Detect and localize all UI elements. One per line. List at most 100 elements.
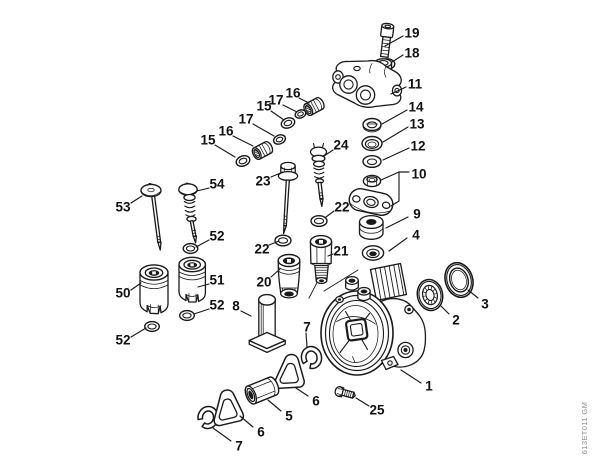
callout-11: 11 xyxy=(408,77,423,92)
leader-line-52 xyxy=(130,327,147,338)
part-13-ring-drawing xyxy=(361,135,383,152)
part-17-oring-drawing xyxy=(272,134,287,145)
callout-17: 17 xyxy=(268,93,283,108)
callout-6: 6 xyxy=(312,394,320,409)
part-3-seal-drawing xyxy=(444,261,474,299)
callout-23: 23 xyxy=(255,174,271,189)
part-2-bearing-drawing xyxy=(416,278,444,312)
callout-7: 7 xyxy=(303,320,311,335)
part-4-ring-drawing xyxy=(361,245,385,261)
part-7-snapring-drawing xyxy=(298,343,325,372)
leader-line-16 xyxy=(298,97,310,104)
part-19-bolt-drawing xyxy=(379,22,395,59)
callout-1: 1 xyxy=(425,379,433,394)
callout-22: 22 xyxy=(334,200,349,215)
callout-14: 14 xyxy=(408,100,424,115)
callout-22: 22 xyxy=(254,242,269,257)
parts-artwork xyxy=(139,22,474,431)
part-50-sleeve-drawing xyxy=(139,264,169,315)
leader-line-21 xyxy=(327,253,334,257)
callout-8: 8 xyxy=(232,299,240,314)
axis-line xyxy=(323,269,359,292)
callout-7: 7 xyxy=(235,439,243,454)
part-8-plunger-drawing xyxy=(248,293,286,354)
part-15-oring-drawing xyxy=(235,155,251,167)
leader-line-3 xyxy=(467,289,479,299)
part-9-grommet-drawing xyxy=(358,214,384,240)
leader-line-9 xyxy=(385,216,409,229)
part-15-oring-drawing xyxy=(280,117,296,129)
part-23-valve-drawing xyxy=(277,161,299,235)
leader-line-20 xyxy=(270,268,281,278)
part-6-flange-drawing xyxy=(210,387,245,427)
callout-17: 17 xyxy=(238,112,253,127)
part-25-screw-drawing xyxy=(334,386,356,399)
part-12-washer-drawing xyxy=(362,154,382,168)
part-10-flange-drawing xyxy=(348,188,394,216)
callout-54: 54 xyxy=(209,177,225,192)
callout-16: 16 xyxy=(285,86,301,101)
callout-52: 52 xyxy=(209,298,224,313)
part-22-oring-drawing xyxy=(310,214,328,228)
leader-line-16 xyxy=(232,135,254,147)
leader-line-50 xyxy=(130,282,142,291)
leader-line-23 xyxy=(270,171,284,178)
callout-16: 16 xyxy=(218,124,234,139)
callout-18: 18 xyxy=(404,46,420,61)
leader-line-17 xyxy=(282,104,298,113)
part-24-valve-drawing xyxy=(309,142,328,208)
leader-line-51 xyxy=(197,283,210,288)
part-5-bushing-drawing xyxy=(244,376,280,405)
part-16-valve-drawing xyxy=(249,139,276,162)
callout-53: 53 xyxy=(115,200,131,215)
leader-line-25 xyxy=(355,397,370,407)
callout-19: 19 xyxy=(404,26,419,41)
leader-line-13 xyxy=(382,126,409,143)
leader-line-6 xyxy=(239,415,254,428)
callout-15: 15 xyxy=(200,133,216,148)
part-20-sleeve-drawing xyxy=(277,253,301,299)
part-10-nut-drawing xyxy=(362,174,382,188)
callout-3: 3 xyxy=(481,297,489,312)
callout-20: 20 xyxy=(256,275,271,290)
callout-51: 51 xyxy=(209,273,225,288)
leader-line-7 xyxy=(212,427,232,442)
leader-line-12 xyxy=(382,147,410,161)
leader-line-22 xyxy=(268,240,280,246)
leader-line-5 xyxy=(267,399,282,412)
callout-9: 9 xyxy=(413,207,421,222)
watermark-code: 613ET011 GM xyxy=(580,402,589,455)
callout-13: 13 xyxy=(409,117,425,132)
leader-line-52 xyxy=(195,239,210,248)
callout-52: 52 xyxy=(209,229,224,244)
leader-line-17 xyxy=(252,123,275,137)
callout-5: 5 xyxy=(285,409,293,424)
leader-line-11 xyxy=(390,86,407,95)
part-21-fitting-drawing xyxy=(309,234,333,285)
callout-2: 2 xyxy=(452,313,460,328)
callout-24: 24 xyxy=(333,138,349,153)
callout-52: 52 xyxy=(115,333,130,348)
leader-line-22 xyxy=(325,210,335,218)
leader-line-14 xyxy=(381,109,408,125)
part-53-valve-drawing xyxy=(140,182,162,251)
leader-line-15 xyxy=(214,144,236,158)
part-52-oring-drawing xyxy=(178,309,196,322)
part-51-sleeve-drawing xyxy=(178,256,207,303)
leader-line-24 xyxy=(323,149,334,157)
part-17-oring-drawing xyxy=(294,109,307,119)
leader-line-4 xyxy=(388,237,408,252)
callout-21: 21 xyxy=(333,244,349,259)
part-52-oring-drawing xyxy=(182,242,199,255)
callout-6: 6 xyxy=(257,425,265,440)
leader-line-1 xyxy=(400,369,422,384)
callout-25: 25 xyxy=(369,403,385,418)
part-14-washer-drawing xyxy=(362,117,382,133)
leader-line-6 xyxy=(295,387,309,397)
leader-line-2 xyxy=(440,305,450,315)
leader-line-54 xyxy=(196,187,210,192)
leader-line-19 xyxy=(384,35,404,47)
